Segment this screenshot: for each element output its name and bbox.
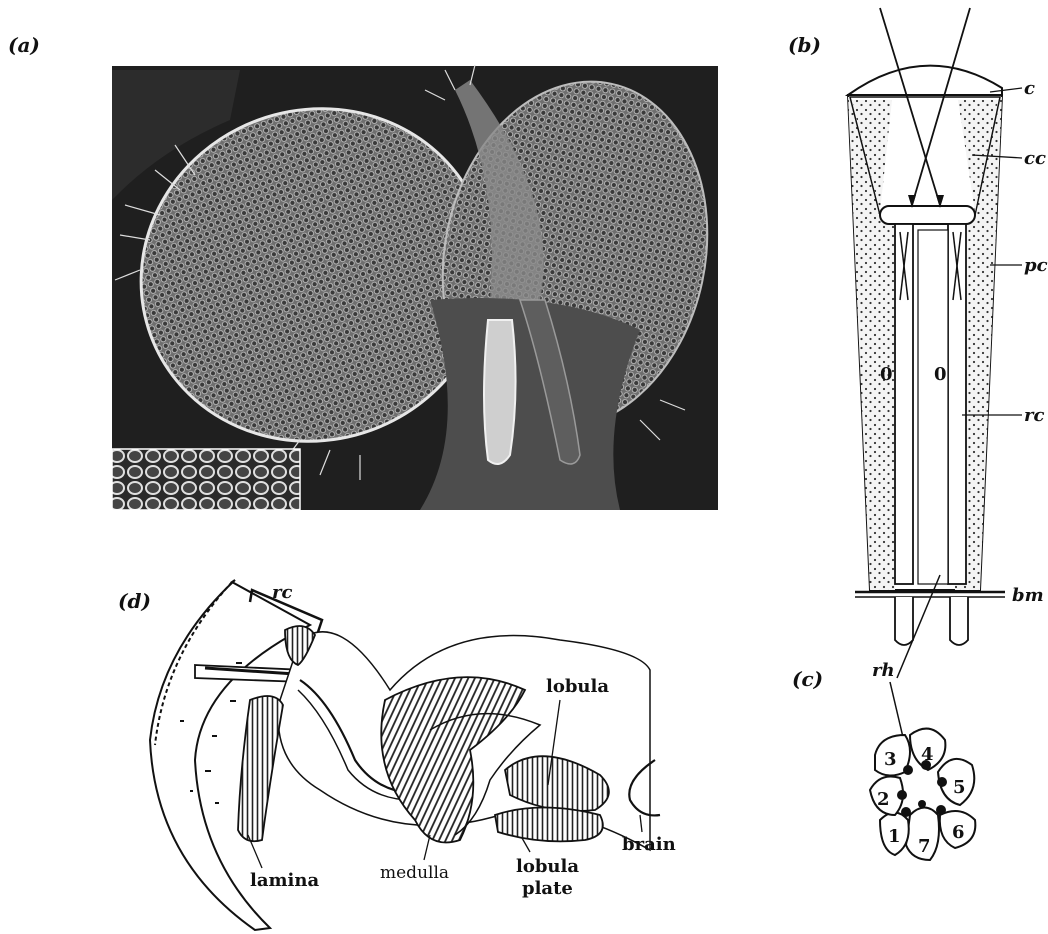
cell-label-4: 4 <box>921 744 934 765</box>
antenna <box>484 320 516 464</box>
label-medulla: medulla <box>380 863 449 883</box>
ommatidium-diagram: c cc pc rc bm 0 0 <box>848 8 1048 645</box>
panel-b-label: (b) <box>788 33 821 57</box>
panel-c-label: (c) <box>792 667 823 691</box>
fly-head-micrograph <box>94 57 738 510</box>
label-pc: pc <box>1024 255 1048 276</box>
label-lobula-plate-1: lobula <box>516 856 579 877</box>
label-bm: bm <box>1012 585 1044 606</box>
label-lobula-plate-2: plate <box>522 878 573 899</box>
cell-label-1: 1 <box>888 826 901 847</box>
cell-label-5: 5 <box>953 777 966 798</box>
label-brain: brain <box>622 834 676 855</box>
panel-a-label: (a) <box>8 33 40 57</box>
corneal-lens <box>848 66 1002 95</box>
label-o-right: 0 <box>934 364 947 385</box>
cell-label-3: 3 <box>884 749 897 770</box>
lobula-plate <box>495 808 603 842</box>
label-lamina: lamina <box>250 870 319 891</box>
facet-inset <box>112 449 300 510</box>
optic-lobe-diagram: rc lamina medulla lobula lobula plate br… <box>150 580 676 930</box>
cell-label-6: 6 <box>952 822 965 843</box>
label-o-left: 0 <box>880 364 893 385</box>
label-lobula: lobula <box>546 676 609 697</box>
label-c: c <box>1024 78 1035 99</box>
label-rc-d: rc <box>272 582 292 603</box>
label-rh: rh <box>872 660 895 681</box>
label-cc: cc <box>1024 148 1046 169</box>
panel-d-label: (d) <box>118 589 151 613</box>
label-rc: rc <box>1024 405 1044 426</box>
lamina <box>238 696 283 841</box>
cell-label-2: 2 <box>877 789 890 810</box>
cell-label-7: 7 <box>918 836 931 857</box>
